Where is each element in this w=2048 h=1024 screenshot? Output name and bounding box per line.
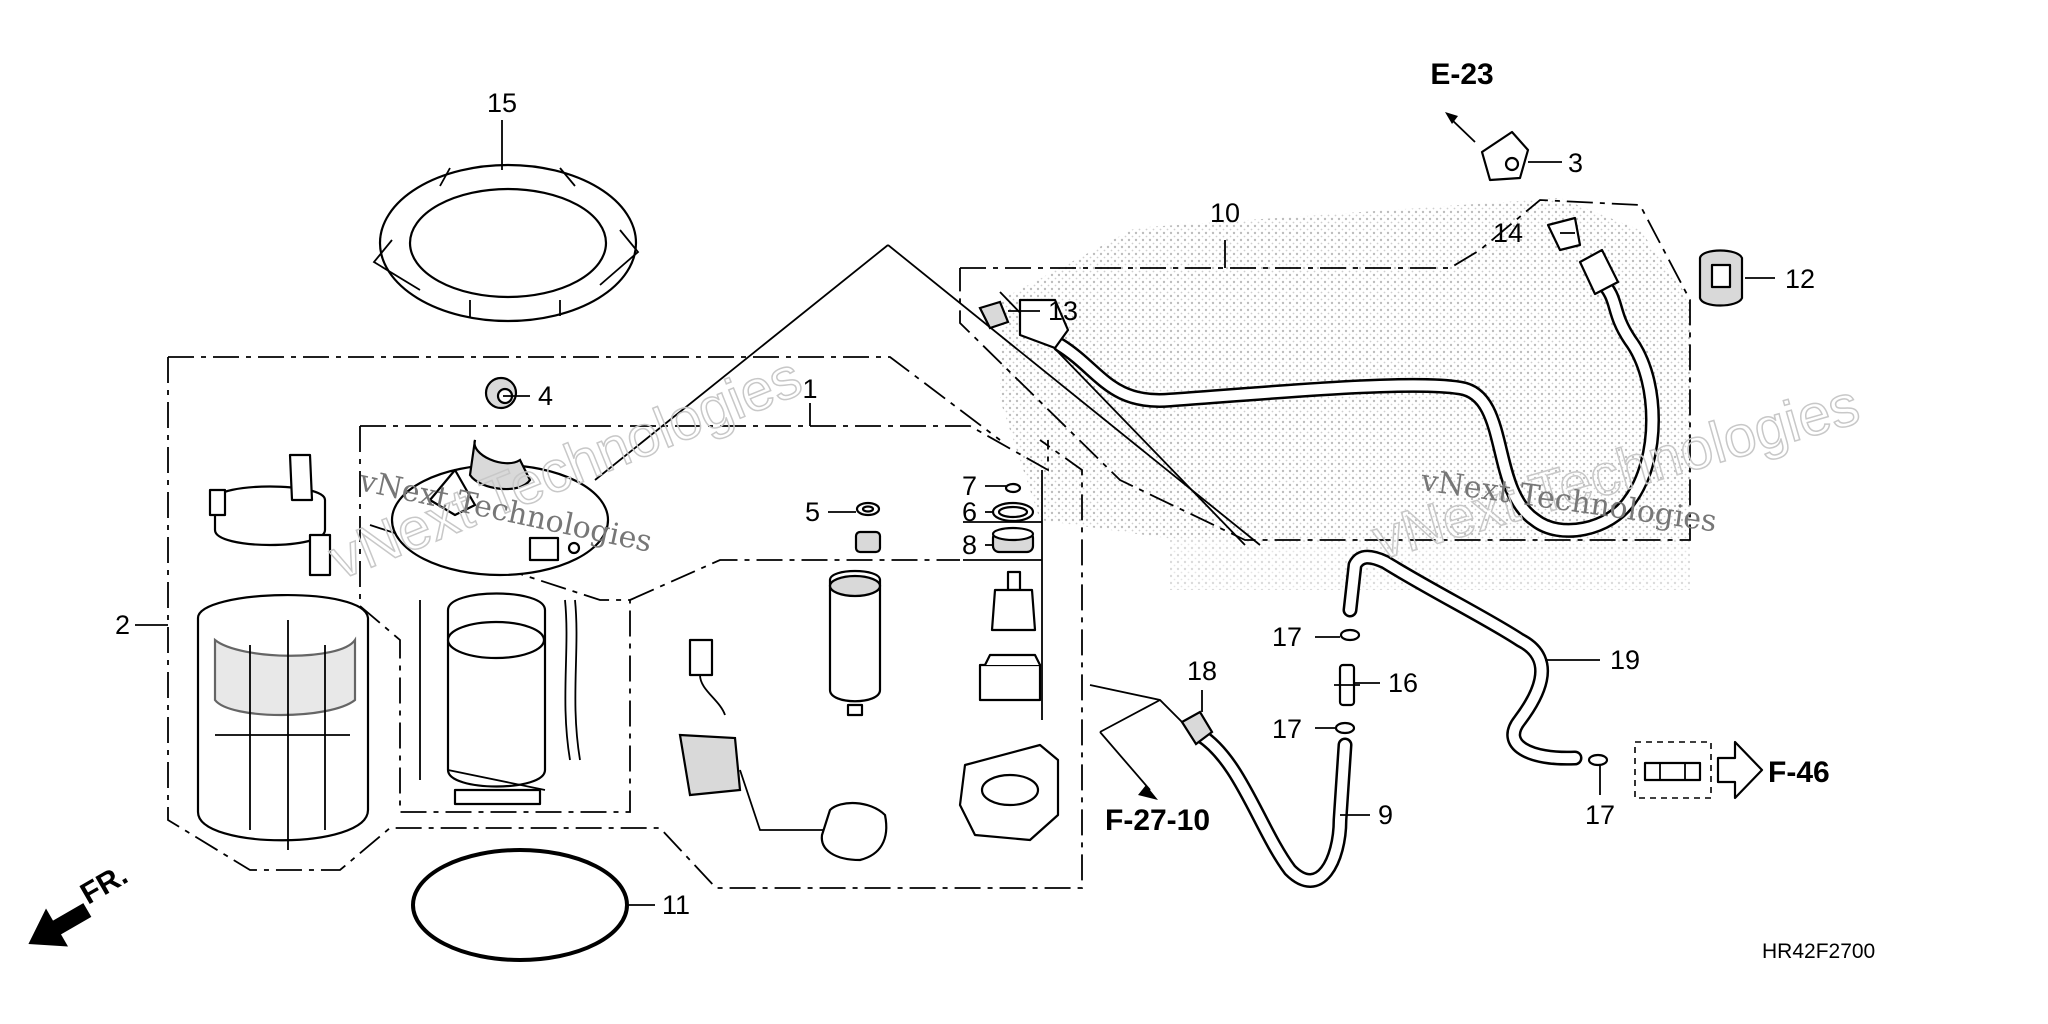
callout-16: 16 — [1388, 668, 1418, 698]
grommet-part — [484, 376, 518, 410]
tank-gasket — [411, 848, 629, 962]
o-ring-6 — [991, 501, 1035, 523]
front-direction-arrow — [28, 903, 92, 947]
ref-arrow-f27 — [1099, 699, 1161, 800]
stipple-shading — [1000, 198, 1690, 590]
clip-17 — [1587, 753, 1609, 767]
callout-10: 10 — [1210, 198, 1240, 228]
callout-8: 8 — [962, 530, 977, 560]
clip-17 — [1334, 721, 1356, 735]
clip-13 — [978, 300, 1010, 330]
pressure-regulator — [978, 570, 1042, 702]
callout-1: 1 — [802, 374, 817, 404]
callout-12: 12 — [1785, 264, 1815, 294]
leader-line — [594, 244, 889, 481]
o-ring-7 — [1004, 482, 1022, 494]
ref-arrow-f46 — [1716, 740, 1764, 800]
callout-13: 13 — [1048, 296, 1078, 326]
callout-18: 18 — [1187, 656, 1217, 686]
pump-base-cap — [958, 743, 1060, 842]
callout-9: 9 — [1378, 800, 1393, 830]
ref-f46: F-46 — [1768, 756, 1830, 789]
callout-14: 14 — [1493, 218, 1523, 248]
callout-6: 6 — [962, 497, 977, 527]
callout-7: 7 — [962, 471, 977, 501]
pump-reservoir — [196, 453, 370, 850]
callout-4: 4 — [538, 381, 553, 411]
hose-holder-3 — [1480, 130, 1530, 182]
fuel-pump-motor — [828, 570, 882, 717]
o-ring-5 — [854, 501, 882, 554]
locking-ring — [372, 163, 640, 323]
callout-19: 19 — [1610, 645, 1640, 675]
grommet-12 — [1698, 249, 1744, 307]
ref-f27-10: F-27-10 — [1105, 804, 1210, 837]
hose-19 — [1342, 549, 1583, 766]
leader-line — [887, 244, 1261, 546]
callout-3: 3 — [1568, 148, 1583, 178]
callout-2: 2 — [115, 610, 130, 640]
front-label: FR. — [75, 858, 133, 911]
callout-17: 17 — [1585, 800, 1615, 830]
pump-module-assembly — [390, 439, 610, 806]
seal-8 — [991, 526, 1035, 554]
callout-5: 5 — [805, 497, 820, 527]
diagram-code: HR42F2700 — [1762, 940, 1875, 963]
ref-e23: E-23 — [1430, 58, 1493, 91]
fuel-gauge-sender — [678, 638, 888, 862]
check-valve-fitting — [1643, 761, 1702, 782]
clip-14 — [1546, 216, 1582, 252]
callout-17: 17 — [1272, 622, 1302, 652]
clamp-18 — [1180, 710, 1214, 746]
hose-9 — [1192, 727, 1353, 888]
clip-17 — [1339, 628, 1361, 642]
callout-15: 15 — [487, 88, 517, 118]
group-outlines — [167, 199, 1712, 889]
callout-11: 11 — [662, 890, 690, 920]
joint-16 — [1334, 663, 1360, 707]
fuel-feed-hose — [1018, 248, 1660, 538]
callout-labels: 15 4 1 2 5 7 6 8 10 13 3 14 12 11 17 16 … — [115, 88, 1815, 920]
callout-17: 17 — [1272, 714, 1302, 744]
